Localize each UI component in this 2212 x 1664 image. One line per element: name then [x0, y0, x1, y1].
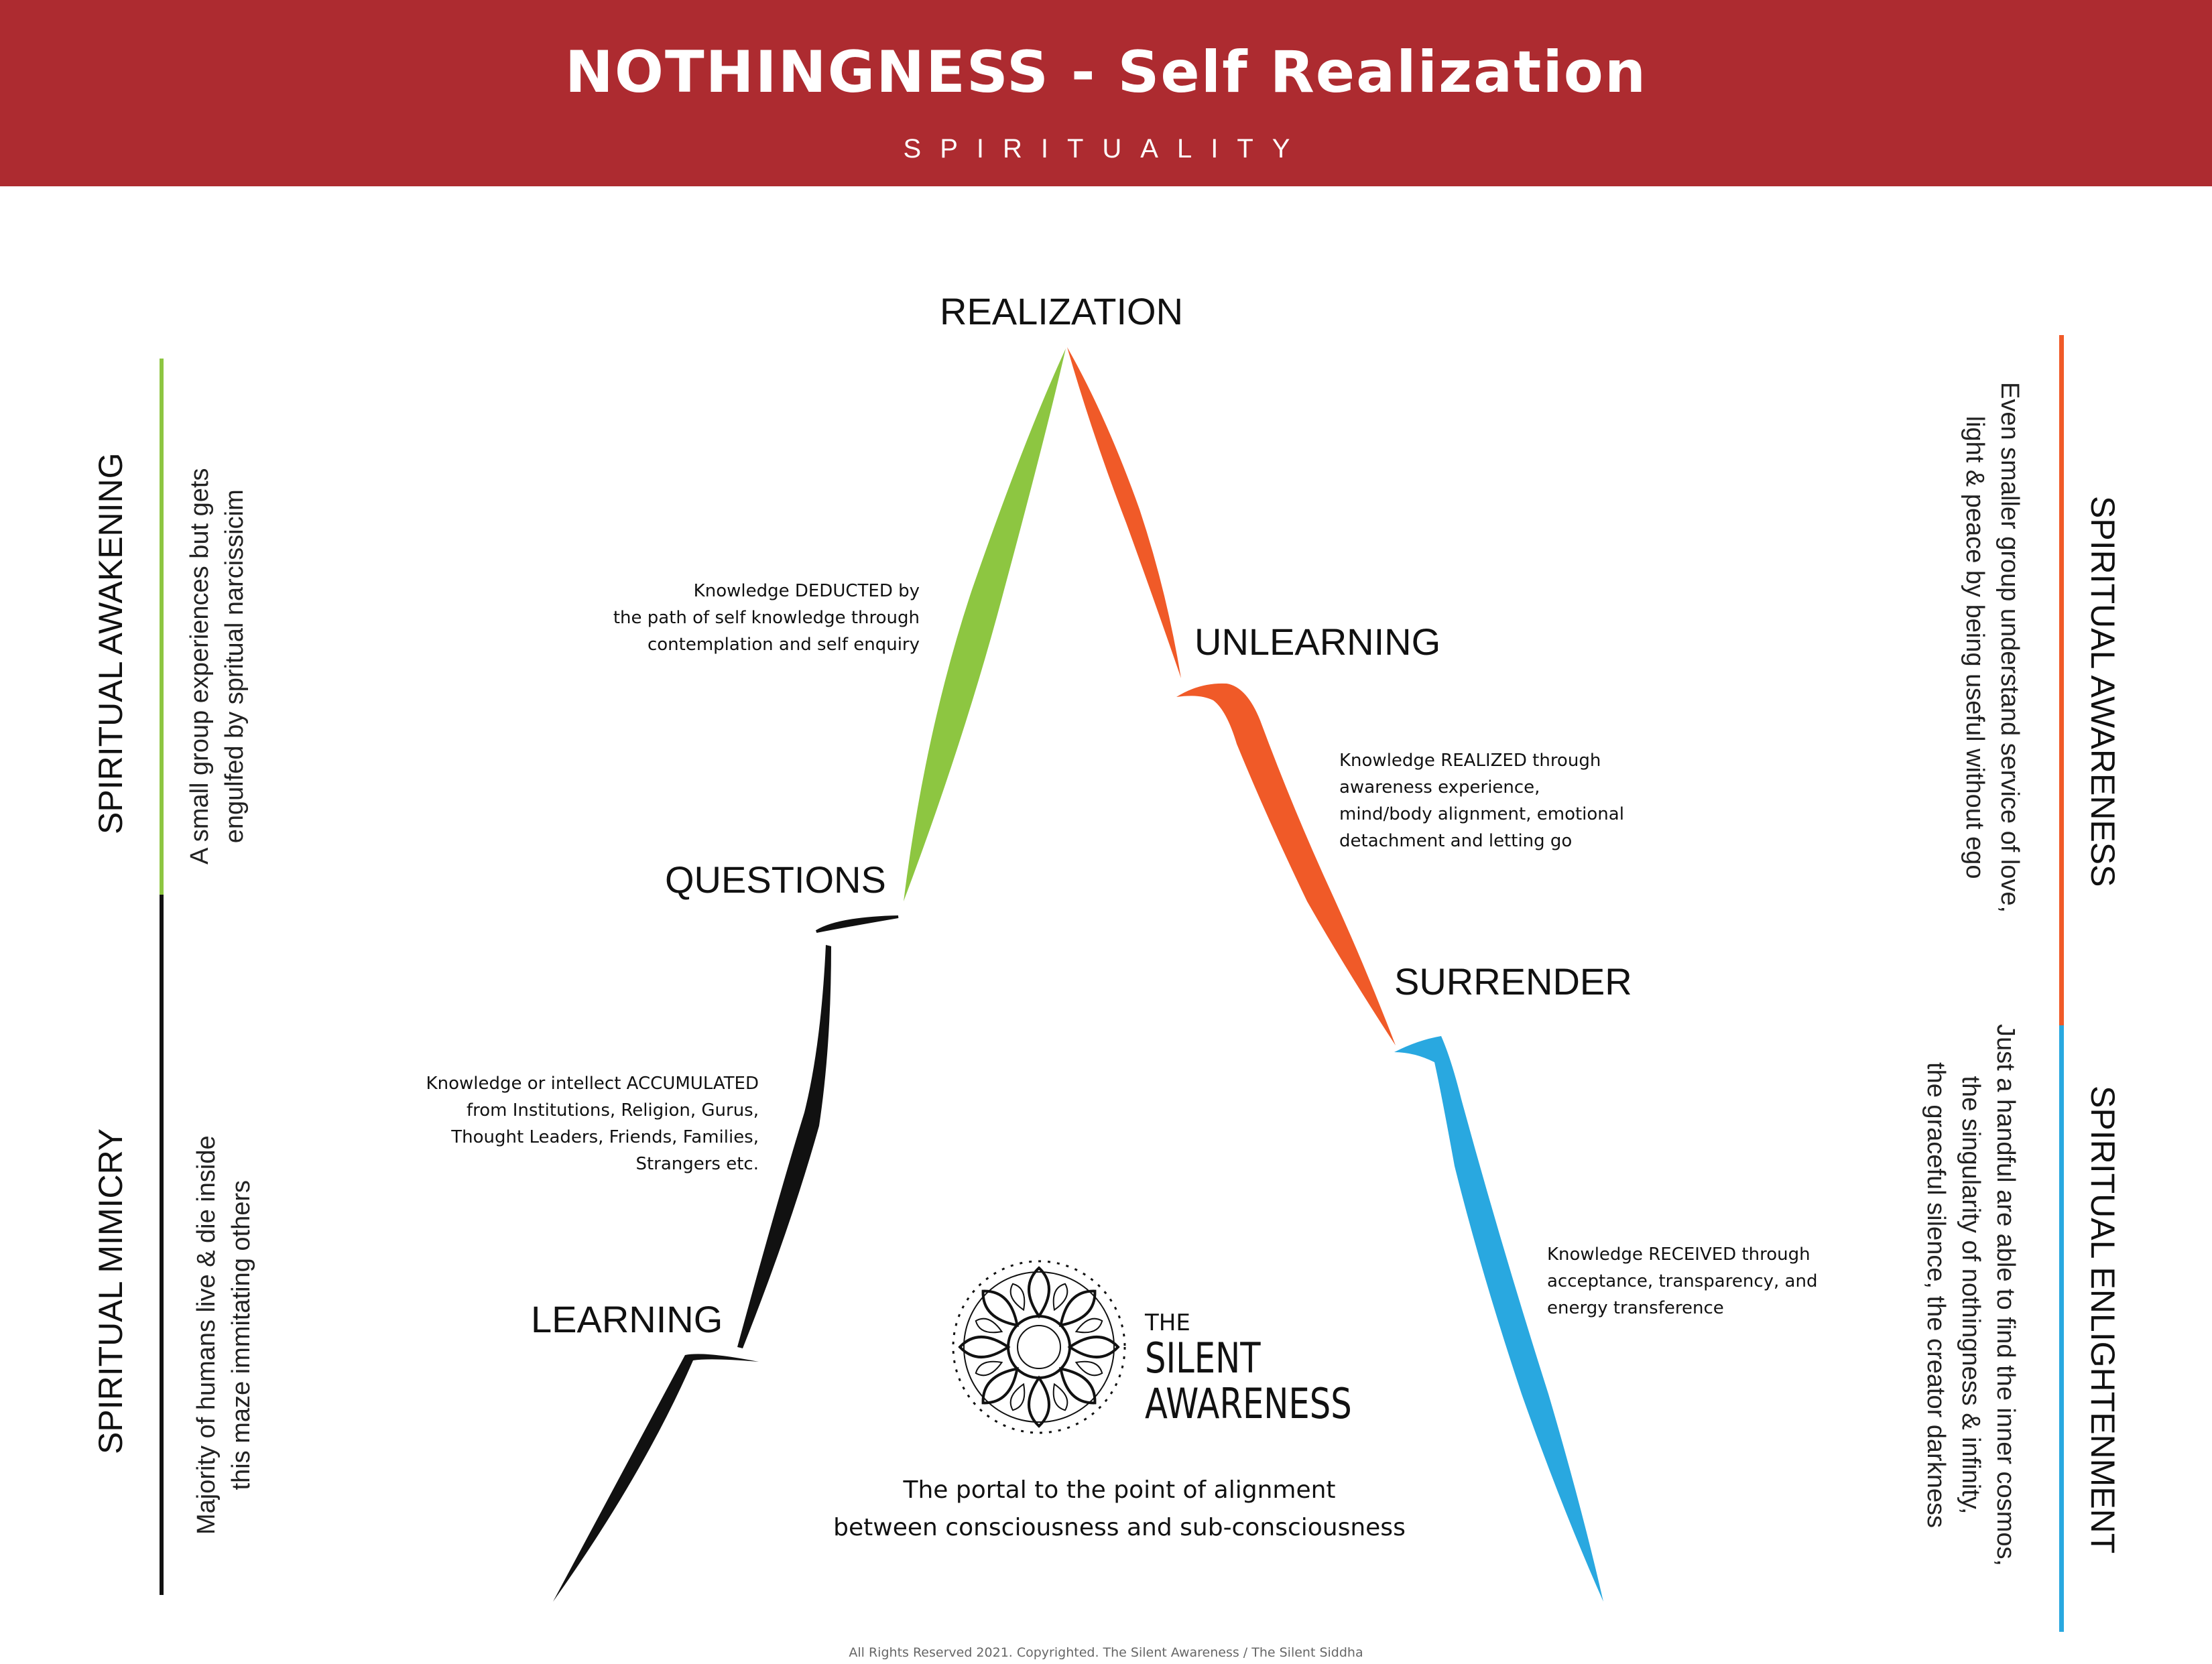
stage-realization: REALIZATION [940, 290, 1184, 332]
spiritual-awareness-desc: Even smaller group understand service of… [1961, 382, 2024, 913]
note-realized: Knowledge REALIZED through awareness exp… [1339, 751, 1624, 851]
stage-learning: LEARNING [531, 1298, 723, 1340]
spiritual-awareness-label: SPIRITUAL AWARENESS [2084, 496, 2122, 887]
note-accumulated: Knowledge or intellect ACCUMULATED from … [426, 1074, 759, 1174]
brand-awareness: AWARENESS [1145, 1379, 1352, 1428]
note-deducted: Knowledge DEDUCTED by the path of self k… [613, 581, 920, 655]
awakening-side-bar [160, 359, 164, 895]
awareness-side-bar [2059, 335, 2064, 1025]
spiritual-enlightenment-desc: Just a handful are able to find the inne… [1922, 1024, 2020, 1567]
header-banner: NOTHINGNESS - Self Realization SPIRITUAL… [0, 0, 2212, 186]
questions-ledge [815, 915, 899, 933]
page-title: NOTHINGNESS - Self Realization [564, 39, 1648, 106]
orange-descent-upper [1067, 347, 1181, 678]
mimicry-side-bar [160, 895, 164, 1595]
brand-the: THE [1145, 1309, 1190, 1336]
spiritual-awakening-desc: A small group experiences but gets engul… [186, 468, 249, 865]
lotus-mandala-icon [952, 1260, 1126, 1434]
mimicry-stroke-lower [553, 1354, 759, 1602]
blue-descent-stroke [1394, 1036, 1603, 1602]
green-ascent-stroke [904, 348, 1066, 901]
spiritual-mimicry-desc: Majority of humans live & die inside thi… [192, 1135, 255, 1535]
stage-questions: QUESTIONS [665, 858, 886, 901]
stage-surrender: SURRENDER [1394, 960, 1632, 1003]
orange-descent-lower [1176, 683, 1396, 1045]
enlightenment-side-bar [2059, 1025, 2064, 1632]
page-subtitle: SPIRITUALITY [903, 134, 1309, 164]
brand-silent: SILENT [1145, 1334, 1261, 1383]
portal-tagline: The portal to the point of alignment bet… [833, 1476, 1406, 1541]
spiritual-mimicry-label: SPIRITUAL MIMICRY [92, 1128, 129, 1454]
stage-unlearning: UNLEARNING [1194, 621, 1441, 663]
note-received: Knowledge RECEIVED through acceptance, t… [1547, 1244, 1818, 1318]
learning-stroke [737, 945, 831, 1348]
copyright-footer: All Rights Reserved 2021. Copyrighted. T… [849, 1645, 1363, 1660]
spiritual-enlightenment-label: SPIRITUAL ENLIGHTENMENT [2084, 1086, 2122, 1554]
spiritual-awakening-label: SPIRITUAL AWAKENING [92, 452, 129, 834]
